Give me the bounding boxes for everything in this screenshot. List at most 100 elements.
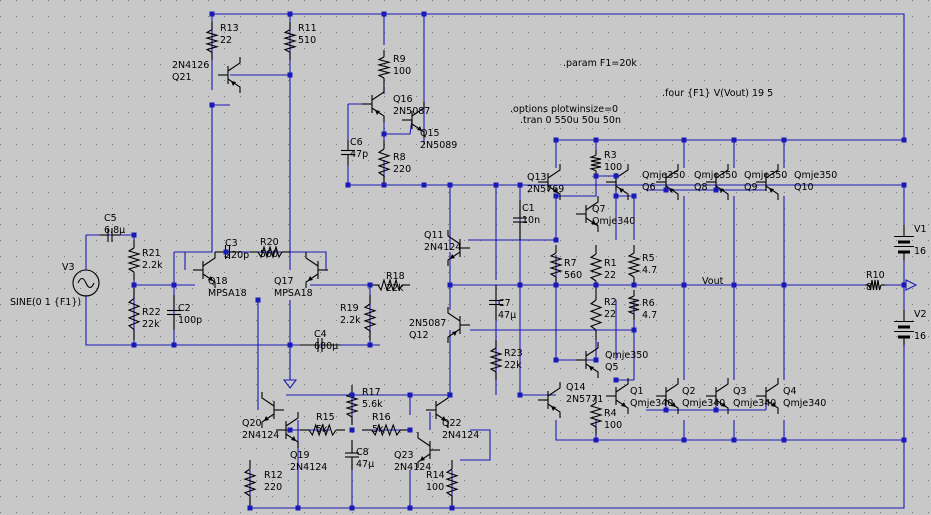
label-r10-name: R10 — [866, 270, 885, 281]
resistor-R15[interactable] — [300, 423, 345, 437]
resistor-R10[interactable] — [865, 279, 885, 291]
label-q7-name: Q7 — [592, 204, 606, 215]
capacitor-C5[interactable] — [100, 228, 120, 242]
transistor-Q8[interactable] — [656, 164, 679, 200]
label-r14-value: 100 — [426, 482, 444, 493]
label-q10-name: Q10 — [794, 182, 814, 193]
source-v3-value: SINE(0 1 {F1}) — [10, 297, 81, 308]
junction-dot — [613, 173, 619, 179]
junction-dot — [593, 357, 599, 363]
capacitor-C8[interactable] — [345, 440, 359, 470]
transistor-Q23[interactable] — [417, 432, 440, 468]
resistor-R22[interactable] — [127, 288, 141, 340]
capacitor-C1[interactable] — [513, 200, 527, 240]
transistor-Q14[interactable] — [538, 382, 561, 418]
junction-dot — [901, 137, 907, 143]
resistor-R21[interactable] — [127, 240, 141, 280]
capacitor-C7[interactable] — [489, 285, 503, 320]
junction-dot — [631, 193, 637, 199]
junction-dot — [381, 131, 387, 137]
transistor-Q18[interactable] — [193, 252, 216, 288]
sine-source-v3[interactable] — [72, 269, 100, 297]
resistor-R20[interactable] — [250, 245, 290, 259]
label-q6-model: Qmje350 — [642, 170, 685, 181]
label-q7-model: Qmje340 — [592, 216, 635, 227]
label-q16-name: Q16 — [393, 94, 413, 105]
transistor-Q2[interactable] — [656, 378, 679, 414]
capacitor-C4[interactable] — [300, 338, 340, 352]
transistor-Q20[interactable] — [261, 392, 284, 428]
resistor-R23[interactable] — [489, 340, 503, 380]
transistor-Q15[interactable] — [402, 102, 425, 138]
resistor-R19[interactable] — [363, 295, 377, 340]
transistor-Q4[interactable] — [756, 378, 779, 414]
junction-dot — [517, 282, 523, 288]
resistor-body — [377, 278, 403, 292]
battery-V1[interactable] — [894, 225, 914, 260]
junction-dot — [553, 193, 559, 199]
label-q8-name: Q8 — [694, 182, 708, 193]
resistor-body — [257, 245, 283, 259]
transistor-Q16[interactable] — [362, 86, 385, 122]
label-r12-value: 220 — [264, 482, 282, 493]
battery-V2[interactable] — [894, 310, 914, 345]
resistor-R6[interactable] — [627, 290, 640, 320]
junction-dot — [517, 392, 523, 398]
junction-dot — [209, 11, 215, 17]
resistor-R11[interactable] — [282, 22, 298, 60]
resistor-body — [127, 297, 141, 331]
resistor-R4[interactable] — [589, 395, 603, 435]
label-r6-name: R6 — [642, 298, 655, 309]
label-c5-value: 6.8µ — [104, 225, 125, 236]
directive-tran: .tran 0 550u 50u 50n — [520, 115, 621, 126]
transistor-Q12[interactable] — [447, 307, 470, 343]
wire — [384, 119, 413, 135]
wire — [226, 251, 327, 270]
source-circle — [72, 269, 100, 297]
label-c7-value: 47µ — [498, 310, 516, 321]
transistor-Q7[interactable] — [576, 196, 599, 232]
label-r8-value: 220 — [393, 164, 411, 175]
junction-dot — [349, 392, 355, 398]
emitter-lead — [435, 413, 449, 428]
transistor-Q3[interactable] — [706, 378, 729, 414]
label-r1-value: 22 — [604, 270, 616, 281]
junction-dot — [781, 282, 787, 288]
label-c2-name: C2 — [178, 303, 191, 314]
capacitor-C6[interactable] — [341, 140, 355, 165]
label-c2-value: 100p — [178, 315, 202, 326]
emitter-arrow — [553, 188, 558, 193]
resistor-R12[interactable] — [243, 460, 257, 505]
emitter-arrow — [719, 188, 724, 193]
transistor-Q11[interactable] — [447, 230, 470, 266]
emitter-lead — [665, 399, 679, 414]
transistor-Q17[interactable] — [305, 252, 328, 288]
resistor-R2[interactable] — [589, 290, 603, 340]
label-q23-model: 2N4124 — [394, 462, 431, 473]
emitter-lead — [261, 413, 275, 428]
resistor-R9[interactable] — [376, 50, 392, 85]
label-r9-value: 100 — [393, 66, 411, 77]
junction-dot — [593, 437, 599, 443]
resistor-R13[interactable] — [204, 22, 220, 60]
junction-dot — [493, 182, 499, 188]
label-r11-value: 510 — [298, 35, 316, 46]
transistor-Q10[interactable] — [756, 164, 779, 200]
transistor-Q5[interactable] — [576, 342, 599, 378]
label-r17-name: R17 — [362, 387, 381, 398]
label-q3-model: Qmje340 — [733, 398, 776, 409]
collector-lead — [615, 378, 629, 393]
resistor-R14[interactable] — [445, 460, 459, 505]
capacitor-C2[interactable] — [167, 295, 181, 330]
wire — [85, 295, 380, 346]
junction-dot — [287, 342, 293, 348]
transistor-Q1[interactable] — [606, 378, 629, 414]
transistor-Q13[interactable] — [538, 164, 561, 200]
label-c1-name: C1 — [522, 203, 535, 214]
transistor-Q19[interactable] — [276, 412, 299, 448]
label-r20-name: R20 — [260, 237, 279, 248]
junction-dot — [447, 282, 453, 288]
transistor-Q21[interactable] — [218, 57, 241, 93]
label-r20-value: 560 — [260, 249, 278, 260]
emitter-arrow — [231, 81, 236, 86]
